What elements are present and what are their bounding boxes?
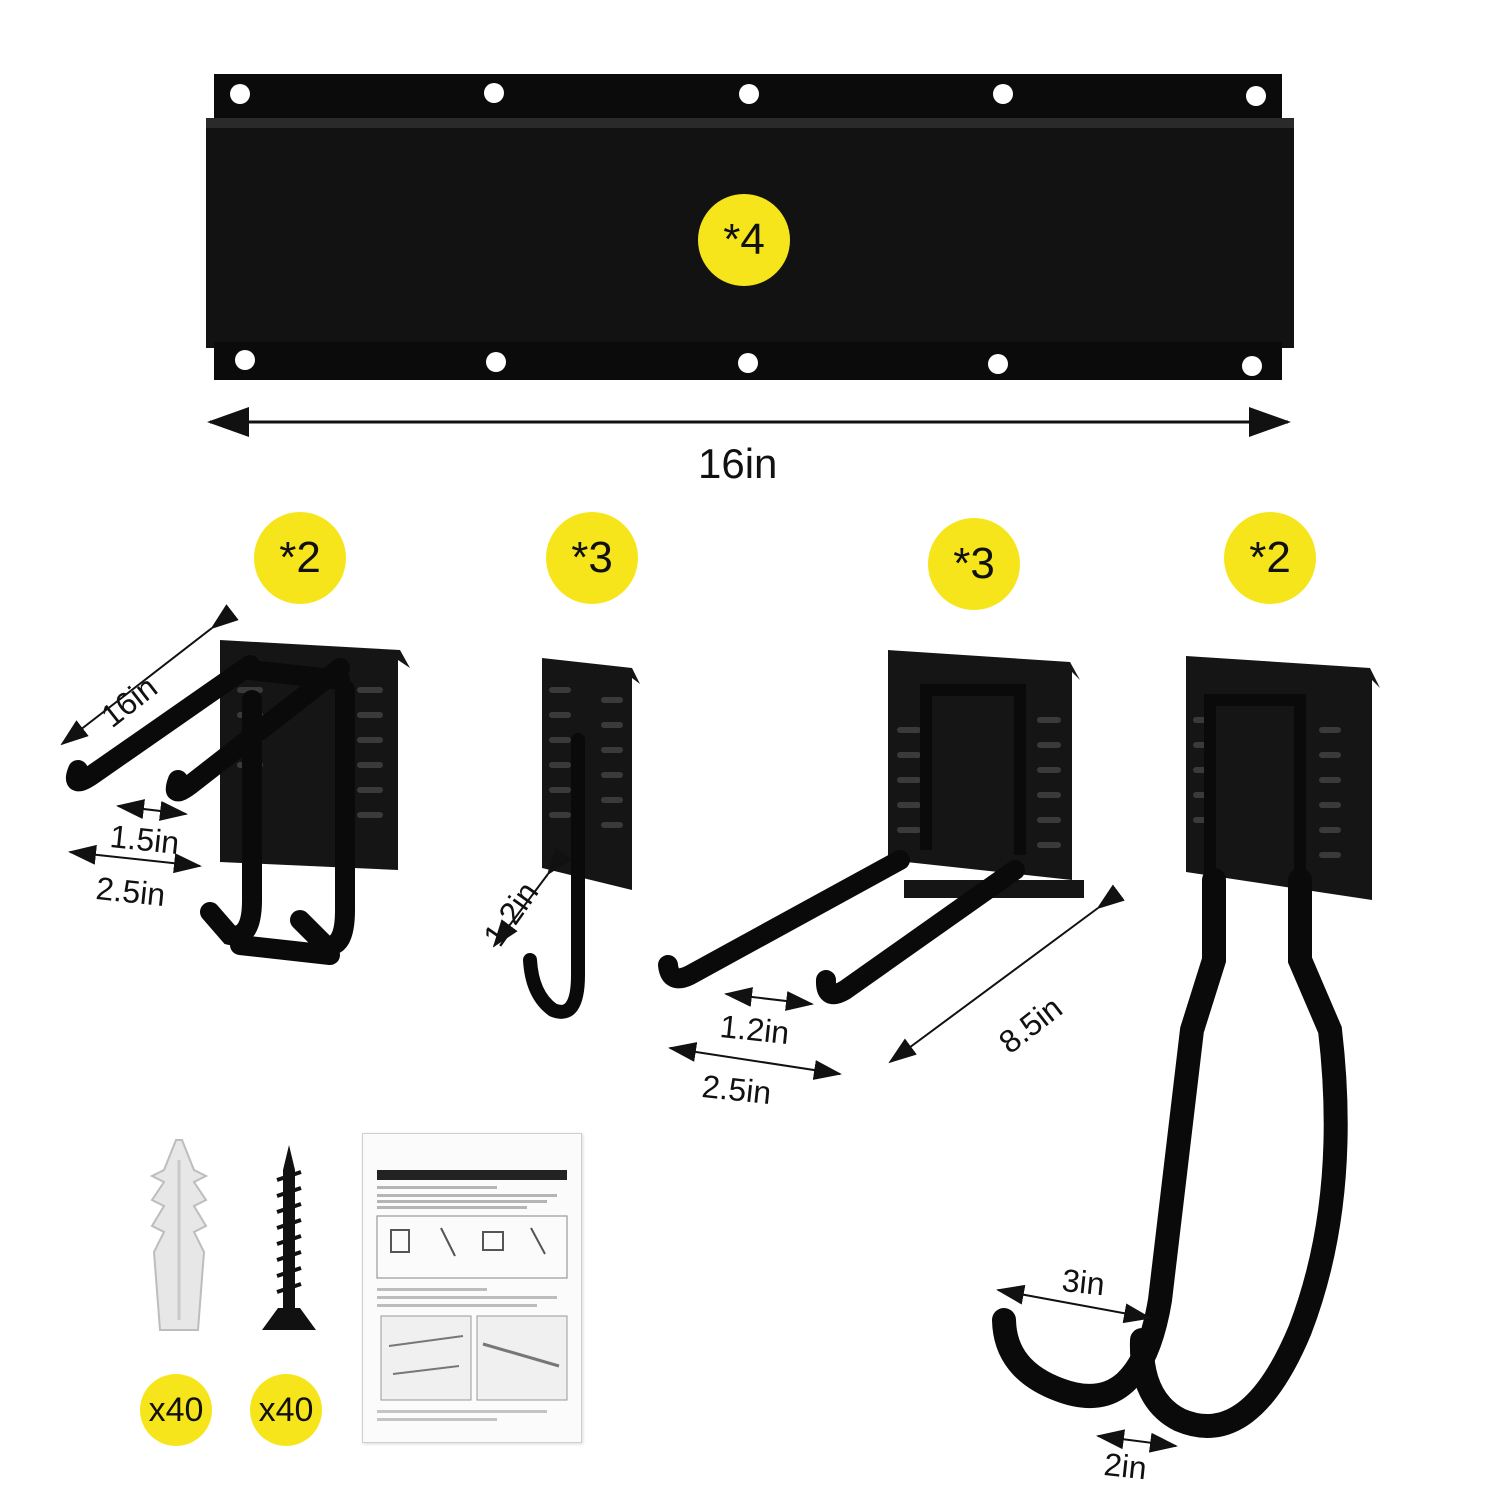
hook3-gap-arrow bbox=[724, 987, 814, 1011]
hook4-depth-label: 2in bbox=[1102, 1446, 1149, 1487]
hook4-quantity-badge: *2 bbox=[1224, 512, 1316, 604]
hook3-width-arrow bbox=[668, 1042, 842, 1080]
hook4-opening-arrow bbox=[996, 1284, 1152, 1324]
hook1-quantity-badge: *2 bbox=[254, 512, 346, 604]
hook-single-j bbox=[523, 658, 640, 1019]
hook2-quantity-badge: *3 bbox=[546, 512, 638, 604]
instruction-manual-icon bbox=[362, 1133, 582, 1443]
hook3-quantity-badge: *3 bbox=[928, 518, 1020, 610]
hook1-length-arrow bbox=[60, 604, 239, 746]
hook-double-straight bbox=[658, 650, 1084, 1005]
rail-quantity-badge: *4 bbox=[698, 194, 790, 286]
hook3-width-label: 2.5in bbox=[700, 1068, 774, 1112]
anchor-quantity-badge: x40 bbox=[140, 1374, 212, 1446]
hook2-length-arrow bbox=[492, 847, 572, 948]
hook1-width-arrow bbox=[68, 844, 202, 874]
hook1-gap-arrow bbox=[116, 799, 188, 821]
screw-quantity-badge: x40 bbox=[250, 1374, 322, 1446]
hook4-opening-label: 3in bbox=[1060, 1262, 1107, 1303]
hook-large-double-j bbox=[992, 656, 1380, 1438]
hook1-width-label: 2.5in bbox=[94, 870, 168, 914]
rail-length-label: 16in bbox=[698, 440, 778, 487]
hook3-gap-label: 1.2in bbox=[718, 1008, 792, 1052]
screw-icon bbox=[262, 1145, 316, 1330]
manual-page-art bbox=[376, 1170, 568, 1421]
hook4-depth-arrow bbox=[1096, 1429, 1178, 1453]
hook3-length-arrow bbox=[888, 884, 1125, 1064]
wall-anchor-icon bbox=[149, 1139, 209, 1331]
rail-screw-holes bbox=[230, 83, 1266, 376]
hook1-gap-label: 1.5in bbox=[108, 818, 182, 862]
hook-double-u bbox=[65, 640, 410, 965]
